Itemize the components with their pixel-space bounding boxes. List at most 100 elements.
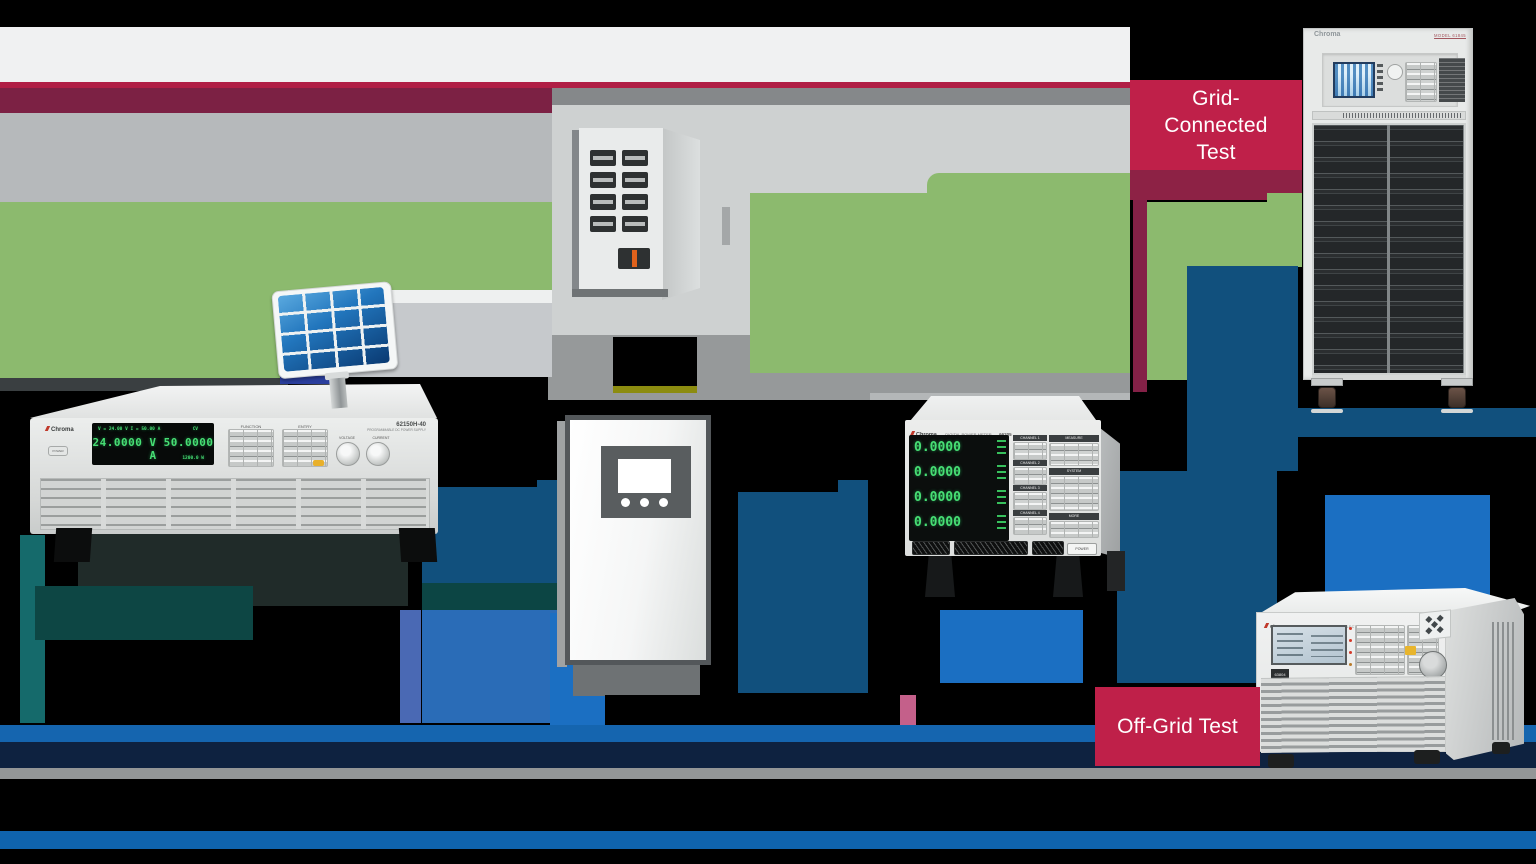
grass-column-left <box>1147 202 1187 380</box>
inverter-side-shadow <box>557 421 567 667</box>
psu-entry-label: ENTRY <box>298 423 312 429</box>
meter-leg <box>925 556 955 597</box>
meter-indicators <box>997 515 1006 532</box>
grid-connected-test-label: Grid-Connected Test <box>1130 80 1302 170</box>
left-gray-band <box>0 113 552 202</box>
load-louver-grille <box>1261 676 1445 753</box>
dc-power-supply: Chroma POWER V = 24.00 V I = 50.00 A CV … <box>28 382 440 564</box>
load-side-vent <box>1492 622 1514 740</box>
meter-indicators <box>997 440 1006 457</box>
meter-side-face <box>1100 428 1120 558</box>
arrow-inverter-meter-step <box>838 480 868 493</box>
meter-channel-4-label: CHANNEL 4 <box>1013 510 1047 516</box>
bottom-blue-bar <box>0 831 1536 849</box>
rack-main-grille <box>1312 123 1466 375</box>
meter-channel-1-label: CHANNEL 1 <box>1013 435 1047 441</box>
meter-reading-3: 0.0000 <box>914 490 961 505</box>
meter-channel-column: CHANNEL 1 CHANNEL 2 CHANNEL 3 CHANNEL 4 <box>1013 435 1047 541</box>
meter-front: Chroma DIGITAL POWER METER 66205 0.0000 … <box>905 420 1101 556</box>
psu-entry-keys <box>282 429 328 467</box>
psu-display-status: CV <box>192 427 198 432</box>
breaker-switch <box>622 216 648 232</box>
psu-foot-right <box>398 528 438 562</box>
psu-function-panel: FUNCTION <box>228 423 274 467</box>
psu-brand-logo: Chroma <box>46 426 74 433</box>
meter-display: 0.0000 0.0000 0.0000 0.0000 <box>909 435 1009 541</box>
garage-sill <box>613 386 697 393</box>
psu-under-teal <box>35 586 253 640</box>
meter-terminal-strip <box>1032 541 1064 555</box>
psu-front: Chroma POWER V = 24.00 V I = 50.00 A CV … <box>30 418 438 534</box>
garage-opening <box>613 337 697 386</box>
grid-simulator-rack: Chroma MODEL 61845 <box>1303 28 1475 413</box>
psu-display-main: 24.0000 V 50.0000 A <box>92 436 214 462</box>
meter-system-label: SYSTEM <box>1049 468 1099 475</box>
crimson-strip <box>0 82 1130 88</box>
load-keypad-left <box>1355 625 1405 675</box>
rack-rotary-knob <box>1387 64 1403 80</box>
rack-caster <box>1311 378 1343 413</box>
psu-display: V = 24.00 V I = 50.00 A CV 24.0000 V 50.… <box>92 423 214 465</box>
rack-softkey-column <box>1377 64 1383 94</box>
maroon-band <box>0 88 552 113</box>
grass-left <box>0 202 288 378</box>
psu-voltage-knob <box>336 442 360 466</box>
arrow-bright-above-load <box>1325 495 1490 597</box>
load-led-column <box>1349 627 1353 671</box>
meter-reading-1: 0.0000 <box>914 440 961 455</box>
sky-band <box>0 27 1130 82</box>
inverter-opening <box>605 695 700 727</box>
main-breaker <box>618 248 650 269</box>
psu-foot-left <box>53 528 93 562</box>
rack-bottom-strip <box>1312 375 1466 380</box>
meter-measure-label: MEASURE <box>1049 435 1099 442</box>
breaker-panel-edge <box>572 130 580 290</box>
psu-function-label: FUNCTION <box>240 423 262 429</box>
electronic-load: Chroma PROGRAMMABLE AC/DC ELECTRONIC LOA… <box>1254 588 1536 774</box>
breaker-switch <box>590 150 616 166</box>
meter-leg <box>1053 556 1083 597</box>
breaker-switch <box>622 172 648 188</box>
psu-model: 62150H-40 <box>396 422 426 428</box>
arrow-psu-inverter-dark <box>422 487 566 583</box>
arrow-column-right <box>1187 266 1298 471</box>
rack-caster <box>1441 378 1473 413</box>
solar-panel-cells <box>277 286 390 372</box>
arrow-slate-strip <box>400 610 421 723</box>
inverter-screen <box>618 459 671 493</box>
load-front: Chroma PROGRAMMABLE AC/DC ELECTRONIC LOA… <box>1256 609 1451 753</box>
navy-stripe <box>280 376 330 384</box>
rack-keypad <box>1405 62 1437 102</box>
rack-substrip <box>1312 111 1466 120</box>
psu-enter-key <box>313 460 324 466</box>
rack-lcd-screen <box>1333 62 1375 98</box>
maroon-strip-vertical <box>1133 200 1147 392</box>
rack-brand-logo: Chroma <box>1314 31 1341 38</box>
meter-title: DIGITAL POWER METER <box>945 432 991 437</box>
psu-vent-grille <box>40 478 430 530</box>
meter-terminal-strip <box>912 541 950 555</box>
inverter-control-panel <box>601 446 691 518</box>
solar-panel-pole <box>329 377 348 409</box>
digital-power-meter: Chroma DIGITAL POWER METER 66205 0.0000 … <box>903 393 1129 599</box>
breaker-switch <box>622 150 648 166</box>
load-shortcut-key <box>1405 646 1416 655</box>
breaker-switch <box>590 172 616 188</box>
psu-function-keys <box>228 429 274 467</box>
psu-power-button: POWER <box>48 446 68 456</box>
load-foot <box>1414 750 1440 764</box>
inverter-buttons <box>621 498 677 510</box>
main-breaker-handle <box>632 250 637 267</box>
load-side-face <box>1446 598 1524 760</box>
meter-terminal-strip <box>954 541 1028 555</box>
load-arrow-pad <box>1419 609 1451 641</box>
meter-power-button: POWER <box>1067 543 1097 555</box>
roof-band <box>552 88 1130 105</box>
breaker-panel-door <box>662 128 700 300</box>
load-model-badge: 63804 <box>1271 669 1289 680</box>
meter-channel-2-label: CHANNEL 2 <box>1013 460 1047 466</box>
meter-channel-3-label: CHANNEL 3 <box>1013 485 1047 491</box>
grass-right-step <box>927 173 1130 195</box>
meter-more-label: MORE <box>1049 513 1099 520</box>
